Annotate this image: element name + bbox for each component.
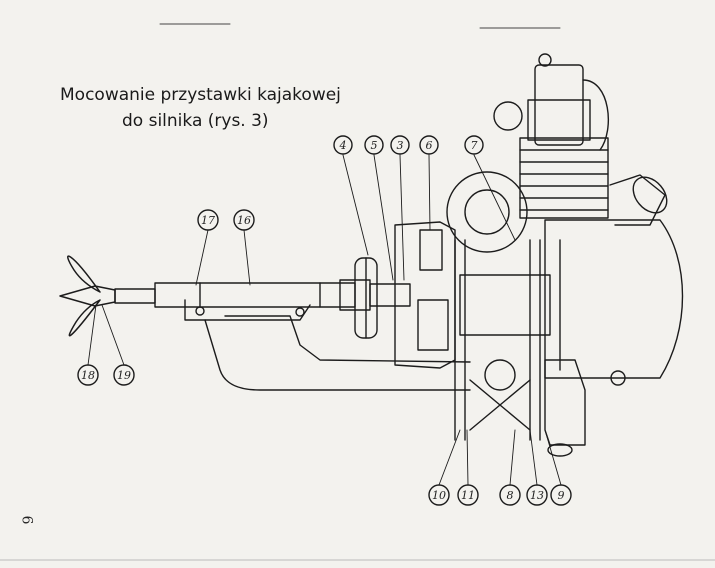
title-line-1: Mocowanie przystawki kajakowej [60,85,341,105]
callout-label-5: 5 [371,139,378,152]
shaft-tube [114,279,411,311]
carburettor [527,53,610,151]
frame [454,239,551,441]
callout-label-10: 10 [432,489,446,502]
crankcase [544,219,684,386]
callout-6: 6 [419,135,439,155]
callout-label-18: 18 [81,369,95,382]
callout-label-11: 11 [461,489,475,502]
flywheel-housing [394,221,456,369]
leader-lines [87,154,562,486]
callout-10: 10 [428,484,450,506]
scan-marks [0,23,715,561]
exhaust [609,174,668,226]
callout-label-19: 19 [117,369,131,382]
callout-label-17: 17 [201,214,215,227]
callout-label-16: 16 [237,214,251,227]
ring-part [493,101,523,131]
mounting-bracket [184,299,471,391]
callout-16: 16 [233,209,255,231]
starter-disc [446,171,528,253]
callout-17: 17 [197,209,219,231]
callout-label-4: 4 [339,139,347,152]
callout-13: 13 [526,484,548,506]
callout-7: 7 [464,135,484,155]
callout-3: 3 [390,135,410,155]
callout-19: 19 [113,364,135,386]
callout-11: 11 [457,484,479,506]
callout-5: 5 [364,135,384,155]
pulley [354,257,378,339]
callout-4: 4 [333,135,353,155]
callout-8: 8 [499,484,521,506]
callout-label-9: 9 [558,489,565,502]
callout-9: 9 [550,484,572,506]
callout-label-7: 7 [471,139,478,152]
callout-label-6: 6 [426,139,433,152]
propeller [59,255,116,337]
title-line-2: do silnika (rys. 3) [122,111,269,131]
callout-label-8: 8 [507,489,514,502]
callout-label-3: 3 [397,139,404,152]
diagram-title: Mocowanie przystawki kajakowej do silnik… [60,82,360,134]
lower-housing [544,359,586,457]
callout-label-13: 13 [530,489,544,502]
callout-18: 18 [77,364,99,386]
cylinder [519,137,609,219]
